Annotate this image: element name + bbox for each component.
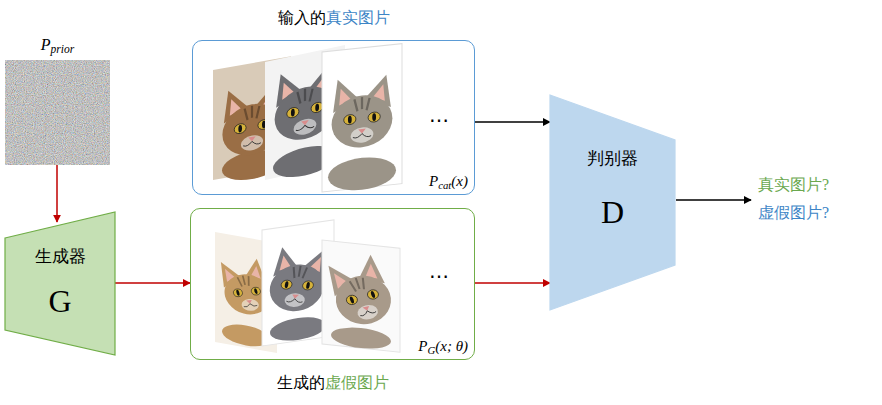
connector-arrow <box>115 282 190 284</box>
node-text: 输入的 <box>278 8 326 27</box>
node-text: (x; θ) <box>435 338 468 354</box>
block-outline <box>5 212 115 355</box>
node-text: … <box>429 259 449 283</box>
image-panel: …PG(x; θ)生成的虚假图片 <box>190 208 475 360</box>
discriminator-block: 判别器 D <box>550 95 675 310</box>
connector-arrow <box>475 282 550 284</box>
generator-block: 生成器 G <box>5 212 115 355</box>
connector-arrow <box>56 165 58 222</box>
text-line: D <box>550 193 675 231</box>
text-line: 输入的真实图片 <box>193 8 474 27</box>
output-label: 真实图片? <box>758 175 829 194</box>
output-arrow <box>676 199 751 201</box>
cat-photo <box>322 44 402 194</box>
text-line: 判别器 <box>550 148 675 168</box>
node-text: G <box>48 283 71 319</box>
subscript: G <box>427 344 435 356</box>
node-text: 生成的 <box>277 373 325 392</box>
subscript: cat <box>438 179 451 191</box>
cat-photo <box>322 240 400 352</box>
node-text: 判别器 <box>587 148 638 168</box>
subscript: prior <box>51 43 75 55</box>
node-text: P <box>41 36 51 53</box>
output-label: 虚假图片? <box>758 203 829 222</box>
node-text: 生成器 <box>35 246 86 266</box>
block-outline <box>550 95 675 310</box>
text-line: … <box>429 259 449 283</box>
node-text: P <box>429 173 438 189</box>
text-line: G <box>5 282 115 320</box>
node-text: (x) <box>451 173 468 189</box>
noise-image <box>5 60 110 165</box>
node-text: P <box>418 338 427 354</box>
text-line: Pcat(x) <box>429 172 468 192</box>
node-text: 真实图片 <box>326 8 390 27</box>
text-line: Pprior <box>5 35 110 57</box>
connector-arrow <box>475 121 550 123</box>
text-line: PG(x; θ) <box>418 337 468 357</box>
noise-image: Pprior <box>5 60 110 165</box>
image-panel: 输入的真实图片…Pcat(x) <box>192 40 475 195</box>
node-text: D <box>601 194 624 230</box>
node-text: 虚假图片 <box>325 373 389 392</box>
node-text: … <box>429 103 449 127</box>
text-line: 生成器 <box>5 246 115 266</box>
text-line: 生成的虚假图片 <box>191 373 474 392</box>
text-line: … <box>429 103 449 127</box>
